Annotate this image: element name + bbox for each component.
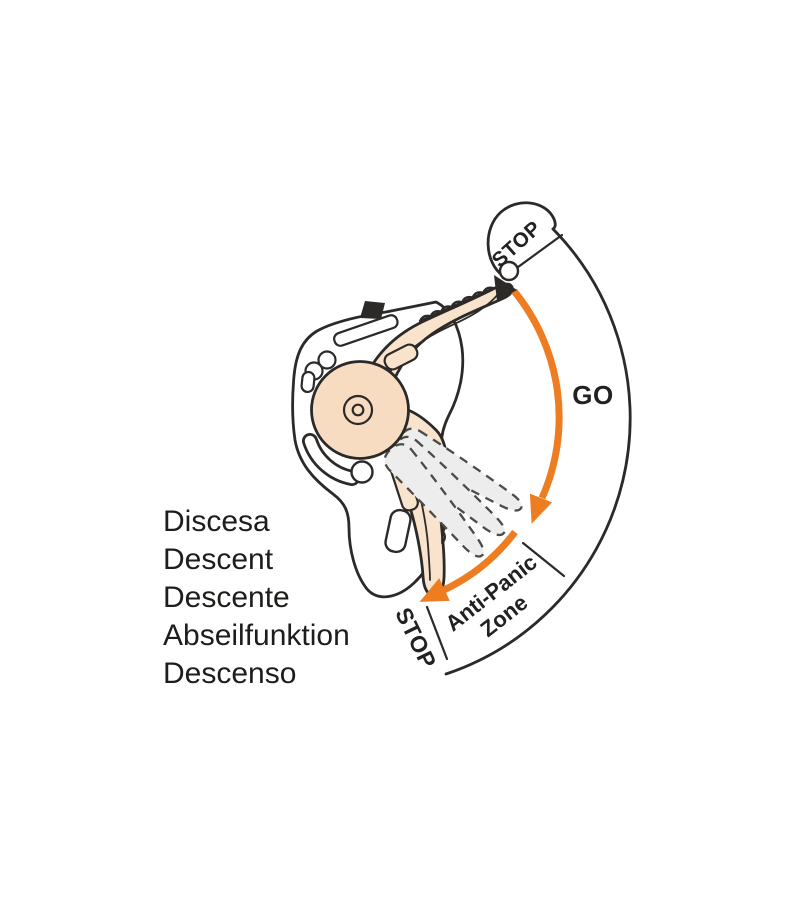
ghost-handle bbox=[396, 427, 523, 512]
handle-tip-marker bbox=[494, 260, 520, 301]
tip-dot bbox=[498, 260, 520, 282]
handle-upper-slot bbox=[383, 343, 419, 371]
language-label-it: Discesa bbox=[163, 505, 270, 538]
body-slot bbox=[333, 314, 399, 347]
stop-lobe bbox=[486, 201, 557, 278]
ghost-handle bbox=[383, 443, 485, 558]
attachment-hole bbox=[384, 508, 412, 554]
stop-bottom-label: STOP bbox=[390, 603, 442, 672]
cam-axle-center bbox=[351, 403, 365, 417]
zone-separator-tick bbox=[521, 541, 566, 578]
language-label-de: Abseilfunktion bbox=[163, 619, 350, 652]
body-crescent-slot-core bbox=[304, 435, 358, 484]
anti-panic-arc bbox=[442, 529, 518, 594]
language-label-es: Descenso bbox=[163, 657, 297, 690]
stop-top-label: STOP bbox=[488, 216, 546, 272]
stop-bottom-tick bbox=[425, 605, 449, 661]
anti-panic-arrowhead-icon bbox=[419, 578, 450, 602]
outer-range-arc bbox=[444, 227, 632, 676]
go-arc bbox=[511, 288, 563, 500]
rivet-icon bbox=[350, 460, 374, 484]
anti-panic-arrow bbox=[419, 529, 518, 602]
tip-pointer-icon bbox=[494, 275, 517, 301]
language-label-en: Descent bbox=[163, 543, 274, 576]
go-arrow bbox=[511, 288, 563, 524]
body-slot-small bbox=[300, 370, 316, 394]
cam-button bbox=[360, 301, 385, 319]
grip-ridges bbox=[418, 286, 495, 323]
languages-list: Discesa Descent Descente Abseilfunktion … bbox=[163, 503, 350, 693]
rivet-icon bbox=[317, 350, 337, 370]
go-label: GO bbox=[572, 380, 613, 410]
go-arrowhead-icon bbox=[529, 493, 553, 524]
handle-ghosts bbox=[383, 427, 523, 558]
cam bbox=[310, 360, 410, 460]
language-label-fr: Descente bbox=[163, 581, 290, 614]
